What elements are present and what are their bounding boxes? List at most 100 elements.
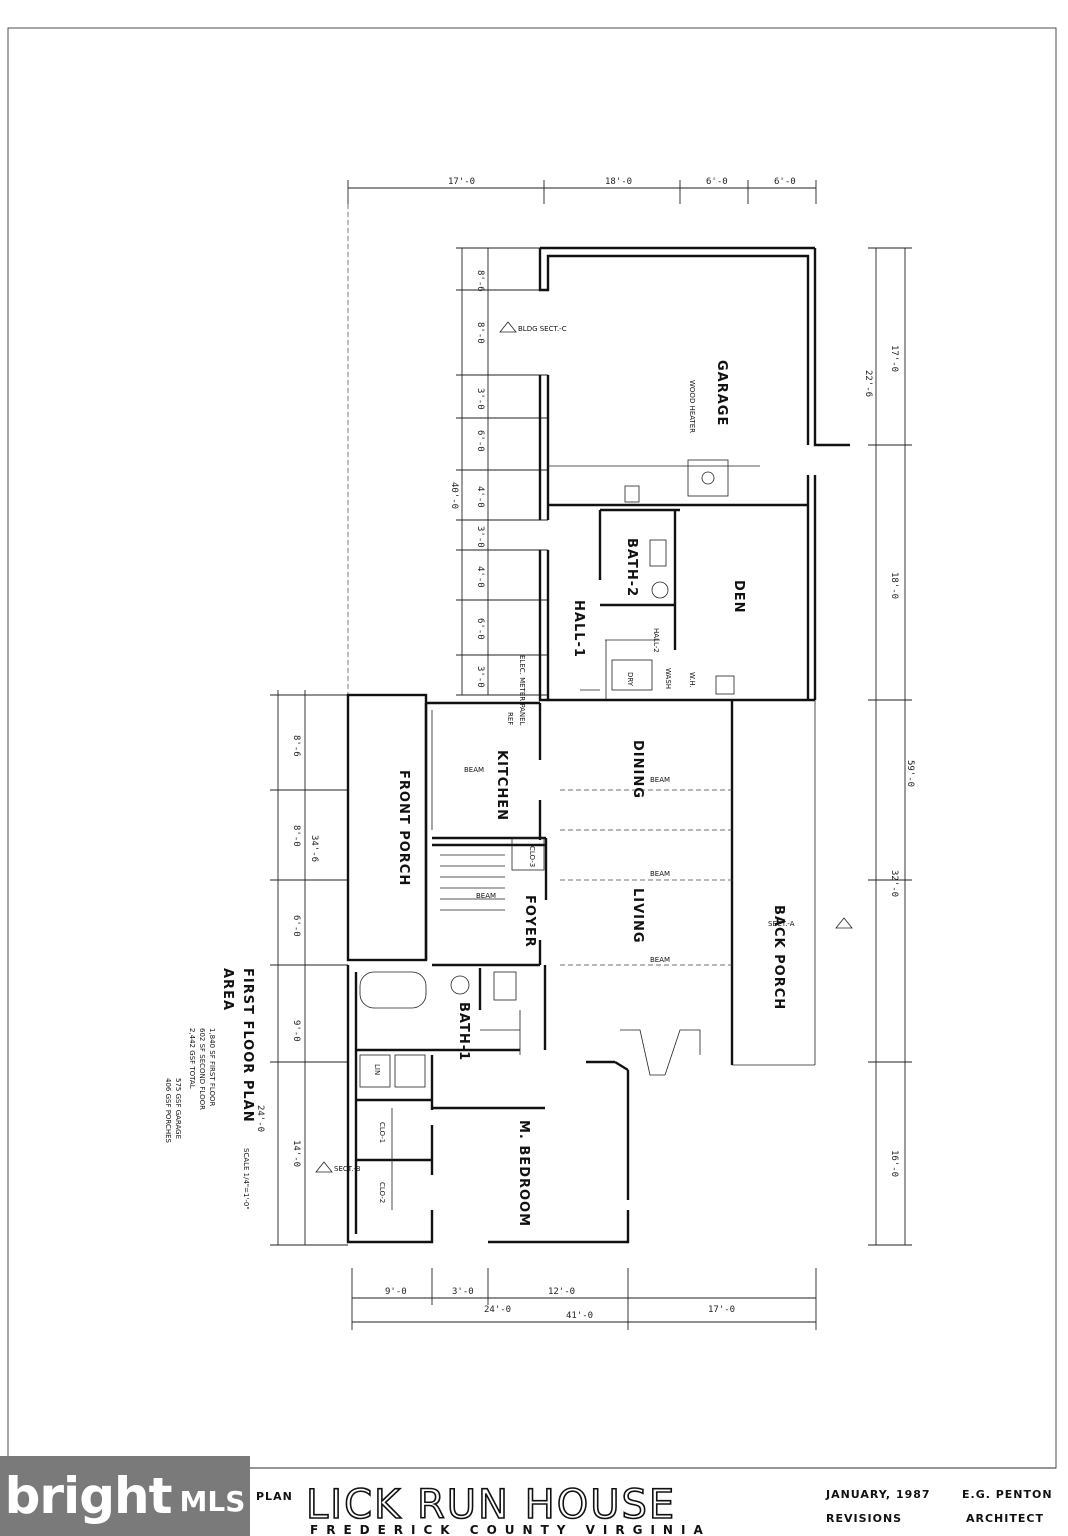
dim-right-6: 22'-6 bbox=[863, 370, 873, 397]
dim-right-4: 32'-0 bbox=[889, 870, 899, 897]
area-line-1: 1,840 SF FIRST FLOOR bbox=[208, 1028, 216, 1107]
dim-top-2: 18'-0 bbox=[605, 177, 632, 187]
plan-scale: SCALE 1/4"=1'-0" bbox=[242, 1148, 250, 1210]
dim-right-3: 59'-0 bbox=[905, 760, 915, 787]
project-location: FREDERICK COUNTY VIRGINIA bbox=[310, 1523, 711, 1536]
dim-bottom-4: 17'-0 bbox=[708, 1305, 735, 1315]
section-marker-b: SECT.-B bbox=[315, 1161, 361, 1173]
drawing-date: JANUARY, 1987 bbox=[825, 1488, 931, 1501]
label-wash: WASH bbox=[664, 668, 672, 689]
dim-top-4: 6'-0 bbox=[774, 177, 796, 187]
label-beam-5: BEAM bbox=[464, 766, 484, 774]
garage-walls bbox=[538, 246, 850, 700]
room-dining: DINING bbox=[630, 740, 645, 799]
area-line-5: 406 GSF PORCHES bbox=[164, 1078, 172, 1144]
dim-bed-total: 24'-0 bbox=[255, 1105, 265, 1132]
label-elec-meter: ELEC. METER PANEL bbox=[518, 655, 526, 726]
sheet-border bbox=[7, 27, 1057, 1469]
title-block: PLAN LICK RUN HOUSE FREDERICK COUNTY VIR… bbox=[256, 1481, 1053, 1536]
dim-top-1: 17'-0 bbox=[448, 177, 475, 187]
architect-name: E.G. PENTON bbox=[962, 1488, 1053, 1501]
dim-bottom-1: 9'-0 bbox=[385, 1287, 407, 1297]
dim-left-8: 6'-0 bbox=[475, 618, 485, 640]
dim-bed-1: 9'-0 bbox=[291, 1020, 301, 1042]
room-clo-1: CLO-1 bbox=[378, 1122, 386, 1143]
area-line-3: 2,442 GSF TOTAL bbox=[188, 1028, 196, 1089]
architect-label: ARCHITECT bbox=[966, 1512, 1044, 1525]
label-beam-4: BEAM bbox=[476, 892, 496, 900]
dim-porch-1: 8'-6 bbox=[291, 735, 301, 757]
label-ref: REF bbox=[506, 712, 514, 725]
room-clo-2: CLO-2 bbox=[378, 1182, 386, 1203]
dim-left-6: 3'-0 bbox=[475, 526, 485, 548]
stair bbox=[440, 854, 505, 911]
dim-left-total: 40'-0 bbox=[449, 482, 459, 509]
revisions-label: REVISIONS bbox=[826, 1512, 902, 1525]
plan-heading-block: FIRST FLOOR PLAN SCALE 1/4"=1'-0" AREA 1… bbox=[164, 968, 255, 1210]
dim-right-1: 17'-0 bbox=[889, 345, 899, 372]
top-dimension-string: 17'-0 18'-0 6'-0 6'-0 bbox=[347, 177, 817, 700]
label-beam-1: BEAM bbox=[650, 776, 670, 784]
dim-left-7: 4'-0 bbox=[475, 566, 485, 588]
section-c-label: BLDG SECT.-C bbox=[518, 325, 567, 333]
room-clo-3: CLO-3 bbox=[528, 846, 536, 867]
left-dimension-string: 8'-6 8'-0 3'-0 6'-0 4'-0 3'-0 4'-0 6'-0 … bbox=[449, 247, 548, 696]
bedroom-walls bbox=[346, 965, 701, 1244]
right-dimension-string: 17'-0 18'-0 59'-0 32'-0 16'-0 22'-6 bbox=[863, 247, 915, 1246]
dim-left-9: 3'-0 bbox=[475, 666, 485, 688]
title-block-plan-word: PLAN bbox=[256, 1490, 293, 1503]
room-front-porch: FRONT PORCH bbox=[396, 770, 411, 886]
dim-bed-2: 14'-0 bbox=[291, 1140, 301, 1167]
dim-bottom-5: 24'-0 bbox=[484, 1305, 511, 1315]
area-line-4: 575 GSF GARAGE bbox=[174, 1078, 182, 1139]
room-hall-2: HALL-2 bbox=[652, 628, 660, 653]
dim-left-2: 8'-0 bbox=[475, 322, 485, 344]
dim-porch-4: 6'-0 bbox=[291, 915, 301, 937]
room-back-porch: BACK PORCH bbox=[771, 905, 786, 1010]
label-wood-heater: WOOD HEATER bbox=[688, 380, 696, 433]
label-dry: DRY bbox=[626, 672, 634, 687]
dim-left-4: 6'-0 bbox=[475, 430, 485, 452]
room-bath-2: BATH-2 bbox=[624, 538, 639, 597]
dim-porch-2: 34'-6 bbox=[309, 835, 319, 862]
logo-mls: MLS bbox=[179, 1484, 246, 1518]
dim-bottom-2: 3'-0 bbox=[452, 1287, 474, 1297]
hall-den-walls bbox=[538, 508, 815, 702]
room-linen: LIN bbox=[373, 1064, 381, 1075]
logo-wordmark: bright bbox=[4, 1467, 173, 1525]
dim-top-3: 6'-0 bbox=[706, 177, 728, 187]
section-marker-c: BLDG SECT.-C bbox=[499, 321, 567, 333]
plan-title: FIRST FLOOR PLAN bbox=[240, 968, 255, 1123]
label-beam-2: BEAM bbox=[650, 870, 670, 878]
label-beam-3: BEAM bbox=[650, 956, 670, 964]
dim-bottom-6: 41'-0 bbox=[566, 1311, 593, 1321]
dim-left-5: 4'-0 bbox=[475, 486, 485, 508]
label-wh: W.H. bbox=[688, 672, 696, 688]
dim-left-3: 3'-0 bbox=[475, 388, 485, 410]
dim-right-2: 18'-0 bbox=[889, 572, 899, 599]
main-walls bbox=[346, 693, 816, 1066]
room-master-bedroom: M. BEDROOM bbox=[516, 1120, 531, 1227]
bottom-dimension-string: 9'-0 3'-0 12'-0 17'-0 24'-0 41'-0 bbox=[351, 1268, 817, 1330]
section-a-label: SECT.-A bbox=[768, 920, 795, 928]
section-marker-a: SECT.-A bbox=[768, 917, 853, 929]
dim-bottom-3: 12'-0 bbox=[548, 1287, 575, 1297]
room-hall-1: HALL-1 bbox=[571, 600, 586, 658]
area-heading: AREA bbox=[220, 968, 235, 1011]
porch-left-dimensions: 8'-6 34'-6 8'-0 6'-0 9'-0 14'-0 24'-0 bbox=[255, 690, 348, 1246]
area-line-2: 602 SF SECOND FLOOR bbox=[198, 1028, 206, 1110]
room-den: DEN bbox=[731, 580, 746, 614]
project-title: LICK RUN HOUSE bbox=[306, 1482, 676, 1528]
room-foyer: FOYER bbox=[522, 895, 537, 948]
dim-left-1: 8'-6 bbox=[475, 270, 485, 292]
dim-right-5: 16'-0 bbox=[889, 1150, 899, 1177]
room-bath-1: BATH-1 bbox=[456, 1002, 471, 1061]
section-b-label: SECT.-B bbox=[334, 1165, 361, 1173]
room-living: LIVING bbox=[630, 888, 645, 944]
brightmls-logo: bright MLS bbox=[0, 1456, 250, 1536]
dim-porch-3: 8'-0 bbox=[291, 825, 301, 847]
room-garage: GARAGE bbox=[714, 360, 729, 426]
room-kitchen: KITCHEN bbox=[494, 750, 509, 821]
